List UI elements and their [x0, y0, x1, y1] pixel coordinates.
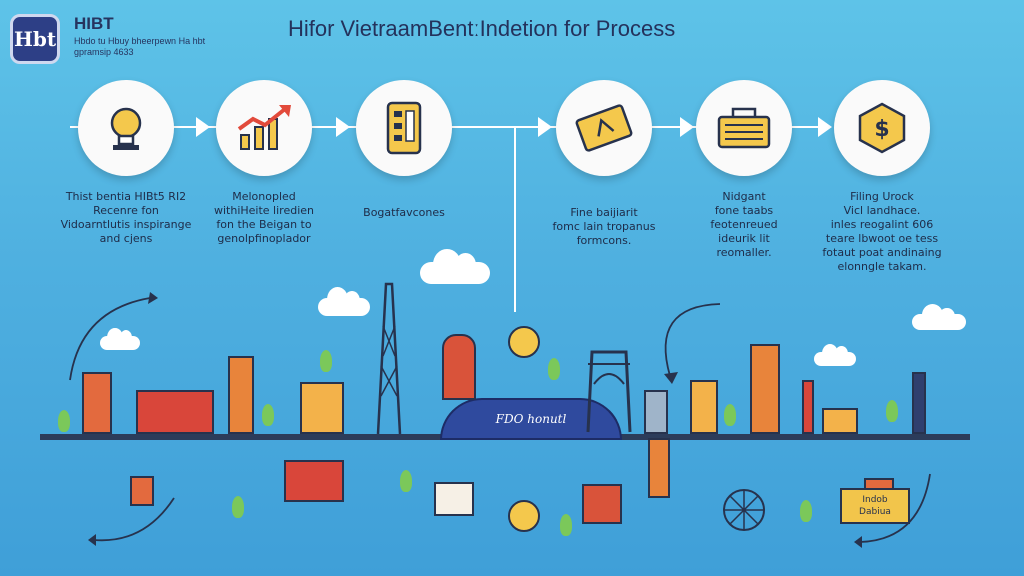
- coin-icon: [508, 500, 540, 532]
- page-title: Hifor VietraamBentːIndetion for Process: [288, 16, 676, 41]
- step-4-caption: Fine baijiarit fomc lain tropanus formco…: [519, 206, 689, 248]
- ferris-wheel-icon: [723, 489, 765, 531]
- cloud-icon: [420, 248, 490, 284]
- caption-line: formcons.: [576, 234, 632, 247]
- step-3-caption: Bogatfavcones: [319, 206, 489, 220]
- building: [690, 380, 718, 434]
- tree-icon: [548, 358, 560, 380]
- step-1-caption: Thist bentia HIBt5 RI2 Recenre fon Vidoa…: [41, 190, 211, 246]
- step-4-circle: [556, 80, 652, 176]
- center-mound: FDO honutl: [440, 398, 622, 440]
- svg-text:$: $: [874, 117, 889, 142]
- brand-tagline: Hbdo tu Hbuy bheerpewn Ha hbt gpramsip 4…: [74, 36, 205, 58]
- caption-line: Thist bentia HIBt5 RI2: [65, 190, 187, 203]
- mound-label: FDO honutl: [495, 412, 567, 426]
- flow-arrow-icon: [680, 117, 694, 137]
- step-2-circle: [216, 80, 312, 176]
- caption-line: Vidoarntlutis inspirange: [60, 218, 192, 231]
- brand-logo: Hbt: [10, 14, 60, 64]
- tree-icon: [400, 470, 412, 492]
- caption-line: inles reogalint 606: [830, 218, 934, 231]
- caption-line: teare lbwoot oe tess: [825, 232, 939, 245]
- flow-arrow-icon: [196, 117, 210, 137]
- city-sign: Indob Dabiua: [840, 488, 910, 524]
- building: [82, 372, 112, 434]
- tower-icon: [376, 282, 402, 435]
- cloud-icon: [100, 327, 140, 350]
- cloud-icon: [318, 287, 370, 316]
- building: [750, 344, 780, 434]
- caption-line: Bogatfavcones: [363, 206, 445, 219]
- caption-line: fotaut poat andinaing: [822, 246, 942, 259]
- building: [648, 438, 670, 498]
- tree-icon: [232, 496, 244, 518]
- step-6-circle: $: [834, 80, 930, 176]
- caption-line: Nidgant: [722, 190, 766, 203]
- flow-arrow-icon: [538, 117, 552, 137]
- building: [434, 482, 474, 516]
- coin-icon: [508, 326, 540, 358]
- ticket-icon: [575, 104, 633, 152]
- tagline-line: gpramsip 4633: [74, 47, 134, 57]
- building: [300, 382, 344, 434]
- building: [284, 460, 344, 502]
- caption-line: fone taabs: [714, 204, 774, 217]
- caption-line: ideurik lit: [718, 232, 770, 245]
- tree-icon: [262, 404, 274, 426]
- building: [228, 356, 254, 434]
- building: [802, 380, 814, 434]
- growth-chart-icon: [237, 105, 291, 150]
- caption-line: Filing Urock: [850, 190, 914, 203]
- caption-line: reomaller.: [716, 246, 772, 259]
- building: [130, 476, 154, 506]
- gate-icon: [586, 350, 632, 433]
- cash-register-icon: [717, 107, 771, 149]
- sign-line: Indob: [862, 495, 888, 505]
- brand-name: HIBT: [74, 14, 114, 33]
- tagline-line: Hbdo tu Hbuy bheerpewn Ha hbt: [74, 36, 206, 46]
- cloud-icon: [814, 343, 856, 366]
- sign-line: Dabiua: [859, 507, 891, 517]
- lightbulb-icon: [110, 107, 142, 150]
- tree-icon: [58, 410, 70, 432]
- caption-line: elonngle takam.: [837, 260, 927, 273]
- caption-line: Melonopled: [232, 190, 296, 203]
- curved-arrow-icon: [88, 497, 175, 546]
- curved-arrow-icon: [664, 303, 721, 384]
- cloud-icon: [912, 304, 966, 330]
- building: [442, 334, 476, 400]
- tree-icon: [560, 514, 572, 536]
- building: [644, 390, 668, 434]
- flow-branch-line: [514, 126, 516, 312]
- caption-line: Fine baijiarit: [570, 206, 638, 219]
- tree-icon: [724, 404, 736, 426]
- building: [912, 372, 926, 434]
- caption-line: withiHeite liredien: [213, 204, 314, 217]
- step-5-caption: Nidgant fone taabs feotenreued ideurik l…: [659, 190, 829, 260]
- step-6-caption: Filing Urock Vicl landhace. inles reogal…: [797, 190, 967, 274]
- step-2-caption: Melonopled withiHeite liredien fon the B…: [179, 190, 349, 246]
- caption-line: Vicl landhace.: [843, 204, 921, 217]
- document-icon: [386, 101, 422, 155]
- building: [582, 484, 622, 524]
- step-5-circle: [696, 80, 792, 176]
- step-1-circle: [78, 80, 174, 176]
- caption-line: and cjens: [99, 232, 153, 245]
- tree-icon: [800, 500, 812, 522]
- step-3-circle: [356, 80, 452, 176]
- building: [822, 408, 858, 434]
- caption-line: fomc lain tropanus: [552, 220, 656, 233]
- curved-arrow-icon: [69, 292, 158, 381]
- caption-line: Recenre fon: [93, 204, 159, 217]
- flow-arrow-icon: [818, 117, 832, 137]
- tree-icon: [886, 400, 898, 422]
- logo-text: Hbt: [13, 27, 57, 51]
- dollar-badge-icon: $: [858, 102, 906, 154]
- caption-line: feotenreued: [710, 218, 778, 231]
- caption-line: genolpfinoplador: [217, 232, 311, 245]
- caption-line: fon the Beigan to: [216, 218, 312, 231]
- building: [136, 390, 214, 434]
- flow-arrow-icon: [336, 117, 350, 137]
- tree-icon: [320, 350, 332, 372]
